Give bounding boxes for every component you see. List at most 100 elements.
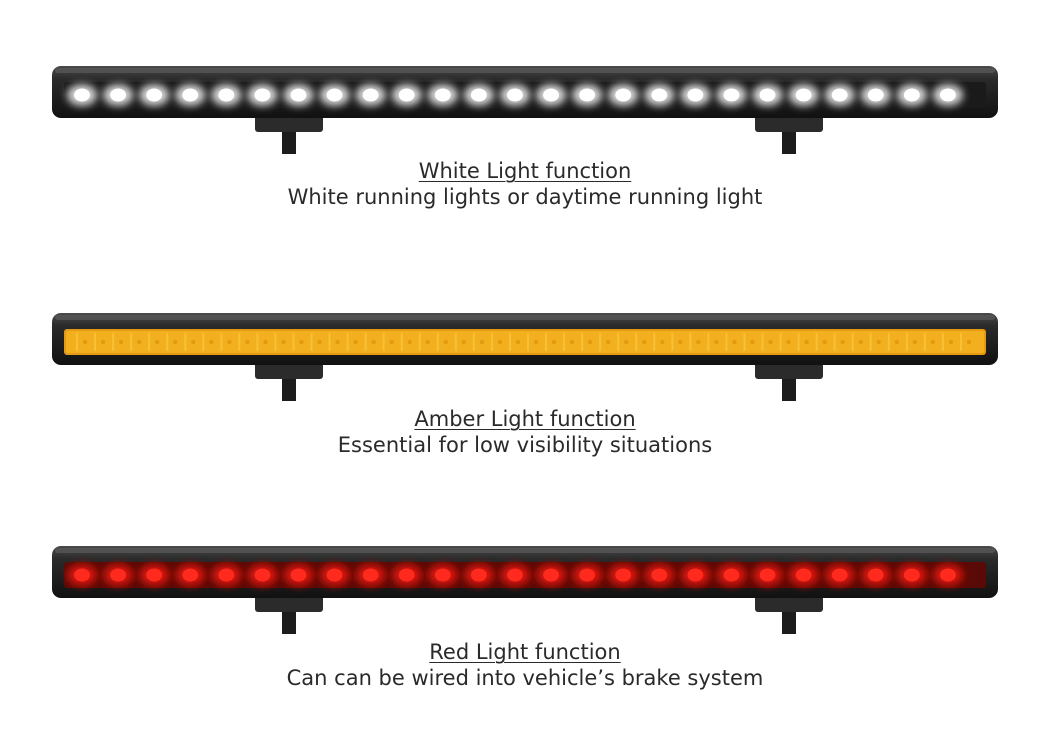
led-emitter — [831, 568, 848, 582]
led-emitter — [326, 88, 343, 102]
led-emitter — [903, 88, 920, 102]
mount-bracket — [755, 114, 823, 132]
led-segment — [923, 333, 926, 351]
led-segment — [436, 333, 439, 351]
led-segment — [581, 333, 584, 351]
led-emitter — [507, 88, 523, 102]
led-emitter — [146, 88, 163, 102]
led-segment — [671, 333, 674, 351]
led-segment — [130, 333, 133, 351]
led-emitter — [434, 88, 451, 102]
white-light-description: White running lights or daytime running … — [287, 185, 763, 209]
led-emitter — [651, 568, 668, 582]
led-emitter — [74, 568, 90, 582]
led-segment — [292, 333, 295, 351]
led-segment — [400, 333, 403, 351]
white-light-title: White Light function — [418, 159, 632, 183]
led-emitter — [867, 88, 884, 102]
led-emitter — [615, 88, 632, 102]
red-light-description: Can can be wired into vehicle’s brake sy… — [286, 666, 764, 690]
led-emitter — [579, 88, 596, 102]
led-segment — [472, 333, 475, 351]
led-segment — [364, 333, 367, 351]
led-segment — [418, 333, 421, 351]
led-emitter — [182, 88, 199, 102]
led-emitter — [831, 88, 848, 102]
led-emitter — [146, 568, 163, 582]
mount-bolt — [282, 612, 296, 634]
mount-bolt — [282, 379, 296, 401]
led-segment — [599, 333, 602, 351]
led-emitter — [74, 88, 90, 102]
red-light-caption: Red Light function Can can be wired into… — [0, 639, 1050, 691]
led-segment — [851, 333, 854, 351]
amber-light-caption: Amber Light function Essential for low v… — [0, 406, 1050, 458]
led-emitter — [543, 568, 559, 582]
led-segment — [527, 333, 529, 351]
led-emitter — [795, 88, 812, 102]
led-emitter — [218, 568, 235, 582]
led-emitter — [254, 568, 271, 582]
led-segment — [689, 333, 692, 351]
led-segment — [112, 333, 115, 351]
led-emitter — [759, 568, 776, 582]
led-emitter — [687, 568, 704, 582]
led-segment — [617, 333, 620, 351]
led-emitter — [470, 88, 487, 102]
led-segment — [490, 333, 493, 351]
led-emitter — [939, 88, 956, 102]
led-segment — [148, 333, 151, 351]
led-segment — [635, 333, 638, 351]
led-emitter — [579, 568, 596, 582]
led-segment — [184, 333, 187, 351]
led-segment — [653, 333, 656, 351]
red-light-bar-image — [52, 546, 998, 634]
led-segment — [869, 333, 872, 351]
led-segment — [166, 333, 169, 351]
led-segment — [959, 333, 962, 351]
led-emitter — [290, 568, 307, 582]
mount-bracket — [755, 361, 823, 379]
led-segment — [833, 333, 836, 351]
led-emitter — [110, 88, 127, 102]
led-emitter — [867, 568, 884, 582]
led-emitter — [723, 88, 740, 102]
led-emitter — [254, 88, 271, 102]
led-segment — [454, 333, 457, 351]
mount-bolt — [282, 132, 296, 154]
led-segment — [779, 333, 782, 351]
white-light-bar-image — [52, 66, 998, 154]
led-segment — [256, 333, 259, 351]
led-segment — [815, 333, 818, 351]
led-emitter — [398, 88, 415, 102]
led-emitter — [362, 88, 379, 102]
led-segment — [797, 333, 800, 351]
mount-bolt — [782, 612, 796, 634]
led-emitter — [687, 88, 704, 102]
led-segment — [761, 333, 764, 351]
amber-light-title: Amber Light function — [414, 407, 636, 431]
led-emitter — [326, 568, 343, 582]
amber-light-bar-image — [52, 313, 998, 401]
amber-light-description: Essential for low visibility situations — [337, 433, 713, 457]
led-segment — [887, 333, 890, 351]
led-emitter — [290, 88, 307, 102]
led-emitter — [110, 568, 127, 582]
led-segment — [238, 333, 241, 351]
led-emitter — [651, 88, 668, 102]
led-segment — [328, 333, 331, 351]
led-segment — [508, 333, 511, 351]
led-segment — [202, 333, 205, 351]
mount-bracket — [255, 361, 323, 379]
led-emitter — [939, 568, 956, 582]
led-emitter — [795, 568, 812, 582]
led-emitter — [398, 568, 415, 582]
led-emitter — [470, 568, 487, 582]
led-segment — [707, 333, 710, 351]
led-emitter — [434, 568, 451, 582]
white-light-caption: White Light function White running light… — [0, 158, 1050, 210]
led-emitter — [507, 568, 523, 582]
led-segment — [563, 333, 566, 351]
mount-bolt — [782, 379, 796, 401]
led-segment — [94, 333, 97, 351]
